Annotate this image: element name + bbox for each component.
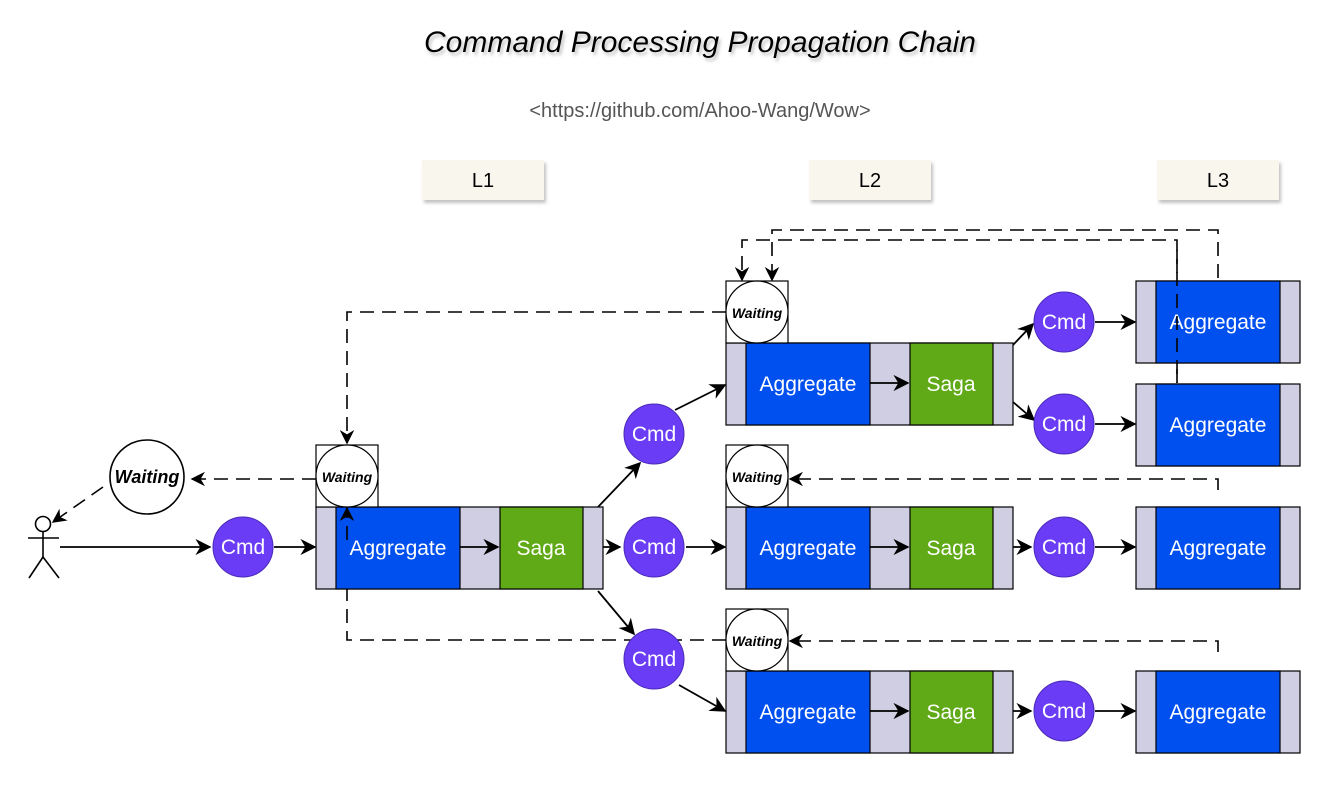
l1-aggregate bbox=[335, 506, 461, 590]
svg-text:Waiting: Waiting bbox=[732, 633, 783, 649]
cmd-node-7: Cmd bbox=[1033, 516, 1095, 578]
svg-text:Aggregate: Aggregate bbox=[1170, 701, 1267, 724]
l2-middle-waiting: Waiting bbox=[725, 444, 789, 508]
waiting-client: Waiting bbox=[109, 439, 185, 515]
svg-text:Cmd: Cmd bbox=[1042, 413, 1086, 436]
svg-text:Cmd: Cmd bbox=[221, 536, 265, 559]
cmd-node-4: Cmd bbox=[623, 628, 685, 690]
cmd-node-8: Cmd bbox=[1033, 680, 1095, 742]
l3-aggregate-3: Aggregate bbox=[1135, 506, 1301, 590]
svg-text:Saga: Saga bbox=[926, 537, 975, 560]
cmd-node-3: Cmd bbox=[623, 516, 685, 578]
svg-text:Aggregate: Aggregate bbox=[760, 373, 857, 396]
svg-text:Saga: Saga bbox=[926, 701, 975, 724]
svg-text:Cmd: Cmd bbox=[1042, 536, 1086, 559]
l2-top-container: Aggregate Saga bbox=[725, 342, 1014, 426]
svg-text:Aggregate: Aggregate bbox=[760, 537, 857, 560]
cmd-node-1: Cmd bbox=[212, 516, 274, 578]
cmd-node-5: Cmd bbox=[1033, 291, 1095, 353]
svg-text:Cmd: Cmd bbox=[632, 648, 676, 671]
l1-saga-label: Saga bbox=[516, 537, 565, 560]
svg-text:Cmd: Cmd bbox=[632, 423, 676, 446]
svg-text:Cmd: Cmd bbox=[632, 536, 676, 559]
svg-text:Waiting: Waiting bbox=[322, 469, 373, 485]
svg-text:Cmd: Cmd bbox=[1042, 311, 1086, 334]
l2-top-waiting: Waiting bbox=[725, 280, 789, 344]
l1-container: Aggregate Saga bbox=[315, 506, 604, 590]
svg-text:L1: L1 bbox=[472, 170, 494, 192]
svg-text:Waiting: Waiting bbox=[115, 467, 180, 487]
l1-aggregate-label: Aggregate bbox=[350, 537, 447, 560]
svg-text:L2: L2 bbox=[859, 170, 881, 192]
l2-bottom-waiting: Waiting bbox=[725, 608, 789, 672]
svg-text:Aggregate: Aggregate bbox=[760, 701, 857, 724]
l2-middle-container: Aggregate Saga bbox=[725, 506, 1014, 590]
cmd-node-2: Cmd bbox=[623, 403, 685, 465]
svg-text:Aggregate: Aggregate bbox=[1170, 537, 1267, 560]
svg-text:Cmd: Cmd bbox=[1042, 700, 1086, 723]
svg-text:Aggregate: Aggregate bbox=[1170, 414, 1267, 437]
svg-text:Saga: Saga bbox=[926, 373, 975, 396]
svg-text:Waiting: Waiting bbox=[732, 305, 783, 321]
solid-flow-arrows bbox=[60, 313, 1137, 720]
l1-waiting: Waiting bbox=[315, 444, 379, 508]
level-l1: L1 bbox=[422, 160, 544, 200]
l2-bottom-container: Aggregate Saga bbox=[725, 670, 1014, 754]
cmd-node-6: Cmd bbox=[1033, 393, 1095, 455]
l3-aggregate-1: Aggregate bbox=[1135, 280, 1301, 364]
diagram-title: Command Processing Propagation Chain bbox=[424, 26, 976, 59]
svg-text:Aggregate: Aggregate bbox=[1170, 311, 1267, 334]
svg-text:Waiting: Waiting bbox=[732, 469, 783, 485]
level-l3: L3 bbox=[1157, 160, 1279, 200]
svg-text:L3: L3 bbox=[1207, 170, 1229, 192]
level-l2: L2 bbox=[809, 160, 931, 200]
l1-saga bbox=[499, 506, 584, 590]
diagram-subtitle: <https://github.com/Ahoo-Wang/Wow> bbox=[529, 100, 870, 122]
l3-aggregate-2: Aggregate bbox=[1135, 383, 1301, 467]
user-actor-icon bbox=[28, 515, 60, 579]
l3-aggregate-4: Aggregate bbox=[1135, 670, 1301, 754]
